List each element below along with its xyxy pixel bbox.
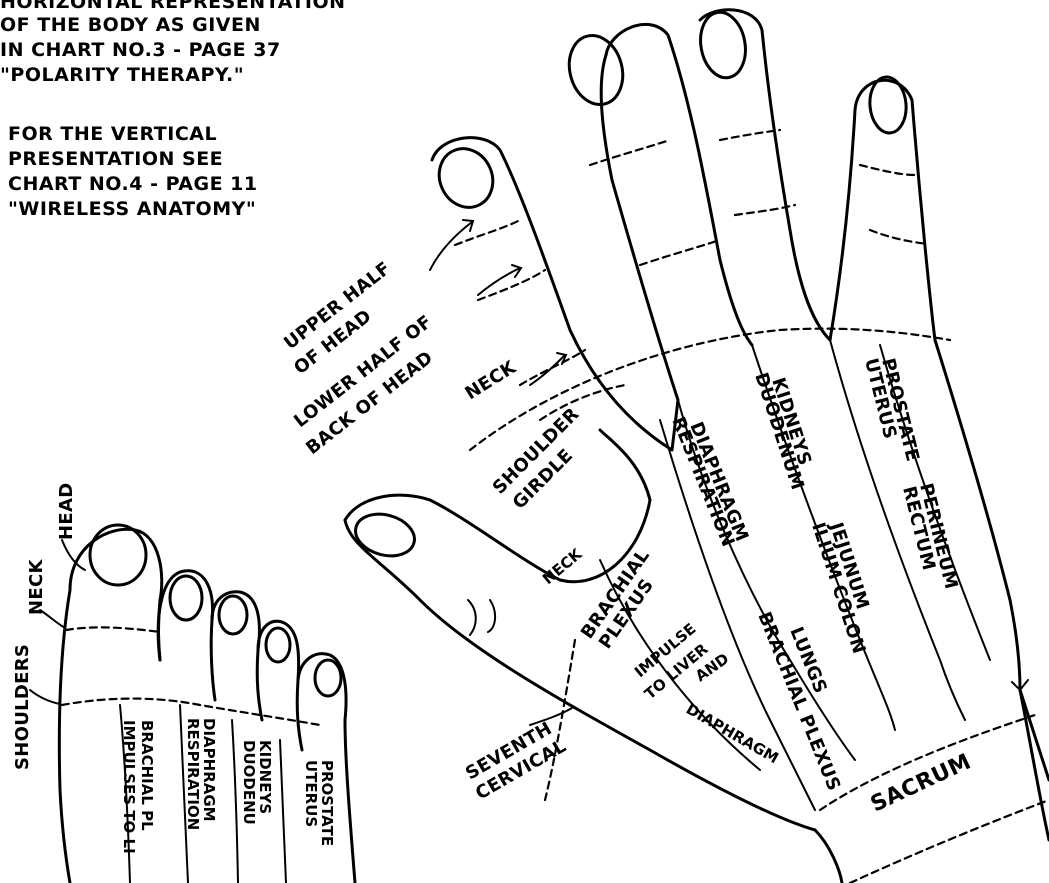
fifth-toenail <box>315 660 341 696</box>
intro-vertical-line-1: FOR THE VERTICAL <box>8 123 217 145</box>
foot-label-head: HEAD <box>56 483 77 540</box>
wrist-left-edge <box>815 830 842 883</box>
foot-label-uterus: UTERUS <box>302 760 320 827</box>
big-toe-outline <box>70 529 162 660</box>
ring-segment-line-1 <box>720 130 780 140</box>
fourth-toe-outline <box>258 621 302 750</box>
index-segment-line-1 <box>455 220 520 245</box>
third-toenail <box>219 596 247 634</box>
label-impulse-4: DIAPHRAGM <box>683 700 782 767</box>
foot-inner-edge <box>59 590 70 883</box>
thumb-underside <box>345 520 815 830</box>
fourth-toenail <box>266 628 290 662</box>
foot-shoulders-arrow <box>30 690 60 704</box>
middle-fingernail <box>562 29 630 110</box>
foot-zone-line-4 <box>280 740 286 883</box>
wrist-dashed-line-1 <box>820 715 1035 810</box>
foot-label-respiration: RESPIRATION <box>184 718 202 830</box>
intro-horizontal-line-1: HORIZONTAL REPRESENTATION <box>0 0 346 13</box>
intro-vertical-line-2: PRESENTATION SEE <box>8 148 223 170</box>
foot-zone-line-3 <box>232 720 238 883</box>
second-toe-outline <box>158 571 215 700</box>
foot-label-brachial-1: BRACHIAL PL <box>138 720 156 831</box>
foot-label-duodenum: DUODENU <box>240 740 258 825</box>
intro-horizontal-note: HORIZONTAL REPRESENTATION OF THE BODY AS… <box>0 0 346 86</box>
little-fingernail <box>868 76 909 135</box>
middle-finger-outline <box>606 24 752 345</box>
second-toenail <box>170 576 202 620</box>
intro-vertical-line-4: "WIRELESS ANATOMY" <box>8 198 256 220</box>
intro-horizontal-line-4: "POLARITY THERAPY." <box>0 64 244 86</box>
middle-segment-line-2 <box>640 240 720 265</box>
thumb-nail <box>351 508 419 562</box>
middle-segment-line-1 <box>590 140 670 165</box>
intro-vertical-note: FOR THE VERTICAL PRESENTATION SEE CHART … <box>8 123 258 220</box>
intro-horizontal-line-2: OF THE BODY AS GIVEN <box>0 14 261 36</box>
thumb-crease <box>468 600 495 635</box>
thumb-outline <box>345 430 650 582</box>
intro-horizontal-line-3: IN CHART NO.3 - PAGE 37 <box>0 39 281 61</box>
lower-head-arrow <box>478 265 521 295</box>
foot-label-shoulders: SHOULDERS <box>12 644 33 770</box>
little-segment-line-2 <box>870 230 928 244</box>
index-segment-line-2 <box>478 270 545 300</box>
big-toenail <box>90 525 146 585</box>
label-sacrum: SACRUM <box>867 749 975 817</box>
hand-labels: UPPER HALF OF HEAD LOWER HALF OF BACK OF… <box>280 258 975 818</box>
intro-vertical-line-3: CHART NO.4 - PAGE 11 <box>8 173 258 195</box>
label-neck-finger: NECK <box>462 357 521 405</box>
index-fingernail <box>430 140 502 216</box>
neck-arrow <box>530 353 566 385</box>
ring-fingernail <box>696 9 751 82</box>
seventh-cervical-dashed-line <box>545 640 575 800</box>
little-finger-outline <box>830 80 935 340</box>
little-segment-line-1 <box>860 165 915 175</box>
foot-label-brachial-2: IMPULSES TO LI <box>120 720 138 854</box>
foot-neck-dashed-line <box>66 627 160 632</box>
index-segment-line-4 <box>540 385 625 420</box>
foot-label-neck: NECK <box>26 559 47 615</box>
ring-finger-outline <box>700 10 830 340</box>
upper-head-arrow <box>430 220 473 270</box>
